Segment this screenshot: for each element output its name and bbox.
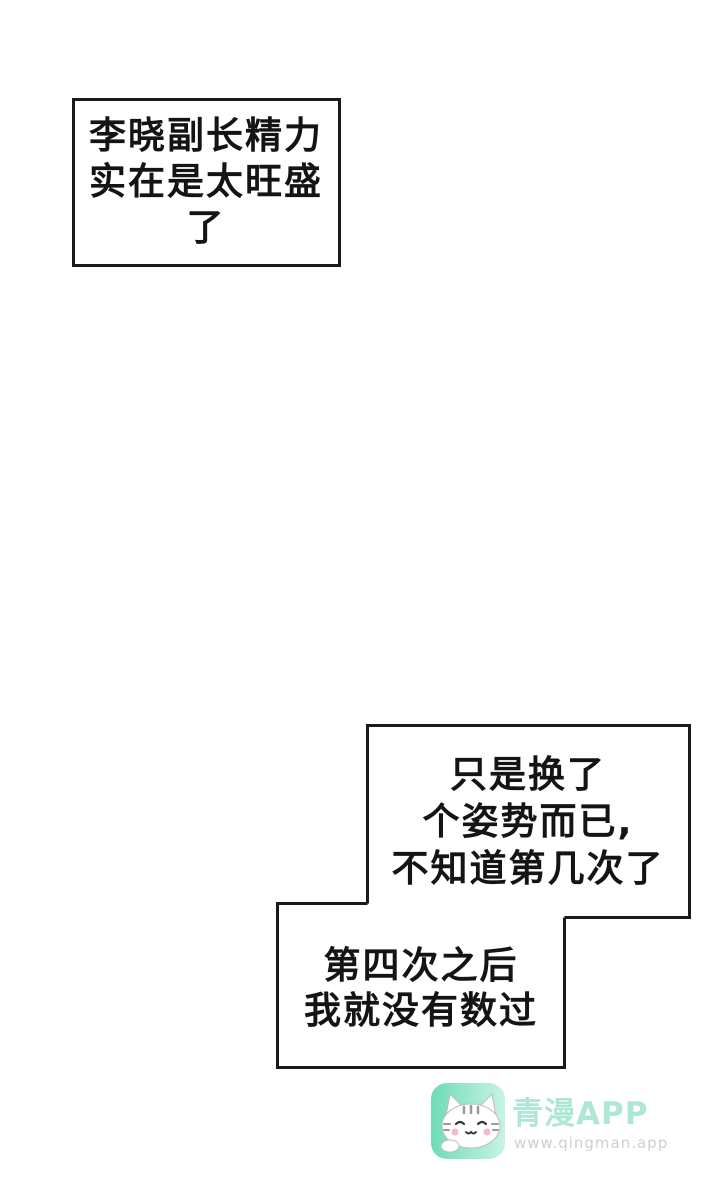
caption-line: 李晓副长精力 <box>89 114 323 157</box>
caption-line: 实在是太旺盛 <box>89 160 323 203</box>
cat-icon <box>431 1083 505 1159</box>
caption-line: 第四次之后 <box>323 944 519 987</box>
caption-line: 只是换了 <box>450 752 606 796</box>
caption-line: 个姿势而已, <box>422 799 634 843</box>
caption-box-2-outline <box>366 724 691 919</box>
caption-line: 了 <box>186 206 226 249</box>
watermark-url: www.qingman.app <box>514 1134 669 1152</box>
caption-box-2: 只是换了 个姿势而已, 不知道第几次了 <box>368 726 688 916</box>
caption-box-3: 第四次之后 我就没有数过 <box>278 910 564 1066</box>
watermark-brand: 青漫APP <box>512 1096 649 1132</box>
caption-line: 不知道第几次了 <box>391 846 665 890</box>
caption-box-1-outline <box>72 98 341 267</box>
caption-line: 我就没有数过 <box>304 989 538 1032</box>
caption-box-3-outline <box>276 902 566 1069</box>
caption-box-1: 李晓副长精力 实在是太旺盛 了 <box>74 100 338 264</box>
